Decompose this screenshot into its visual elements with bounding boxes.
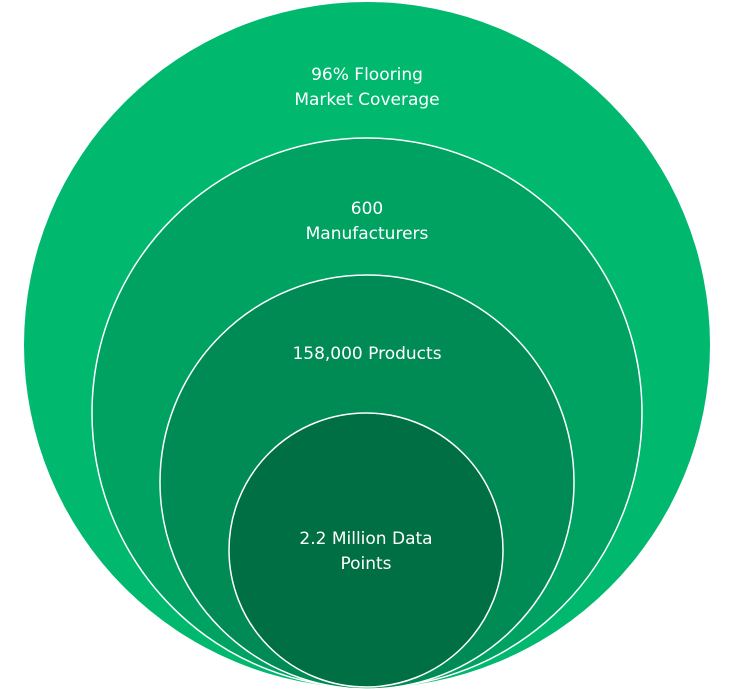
label-market-coverage-line2: Market Coverage — [294, 90, 439, 110]
label-market-coverage-line1: 96% Flooring — [311, 65, 423, 85]
label-data-points-line2: Points — [340, 554, 391, 574]
label-data-points-line1: 2.2 Million Data — [299, 529, 432, 549]
label-products: 158,000 Products — [292, 344, 441, 364]
circle-data-points — [228, 412, 504, 688]
label-manufacturers-line2: Manufacturers — [306, 224, 429, 244]
label-manufacturers-line1: 600 — [351, 199, 383, 219]
